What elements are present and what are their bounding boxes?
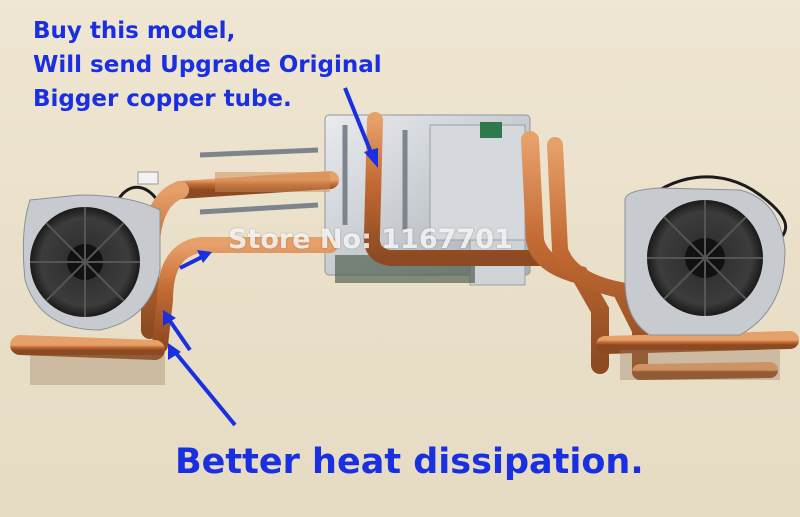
left-fin-base bbox=[30, 355, 165, 385]
pipe-label-sticker bbox=[215, 172, 330, 192]
caption-line-3: Bigger copper tube. bbox=[33, 86, 292, 112]
gpu-heat-plate bbox=[429, 124, 526, 241]
right-fan-icon bbox=[624, 187, 786, 336]
caption-line-2: Will send Upgrade Original bbox=[33, 52, 382, 78]
arrow-icon bbox=[163, 87, 378, 427]
caption-bottom: Better heat dissipation. bbox=[175, 442, 644, 482]
caption-line-1: Buy this model, bbox=[33, 18, 236, 44]
left-fan-icon bbox=[22, 194, 161, 331]
store-watermark: Store No: 1167701 bbox=[228, 224, 513, 255]
right-fin-base bbox=[620, 350, 780, 380]
green-sticker bbox=[480, 122, 502, 138]
mounting-clips bbox=[199, 125, 408, 230]
fan-connector bbox=[137, 171, 159, 185]
